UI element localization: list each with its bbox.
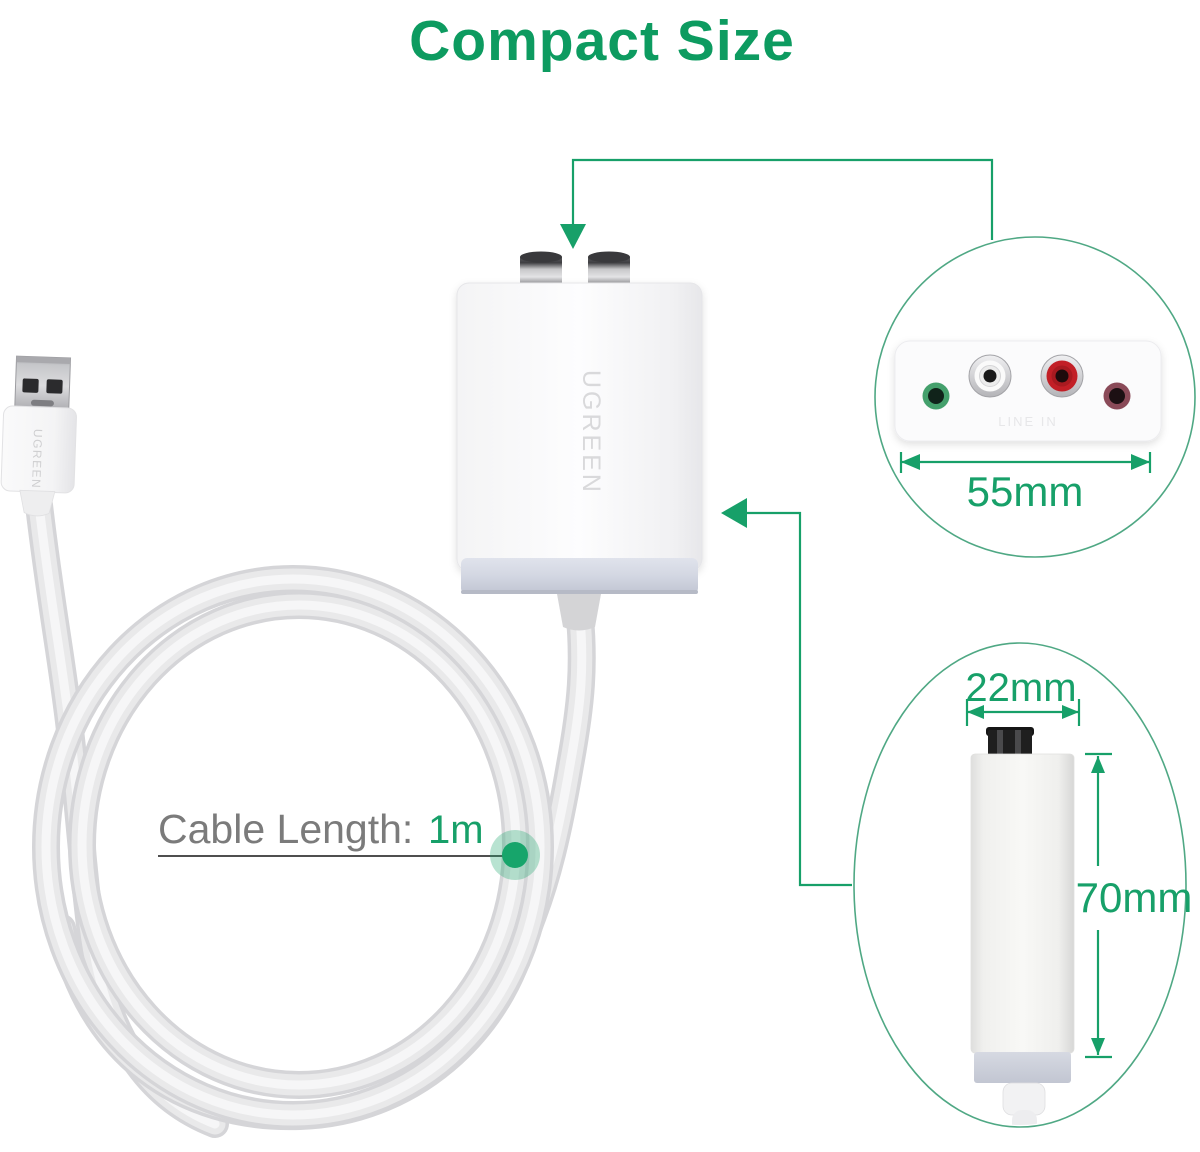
callout-circle	[874, 236, 1196, 558]
usb-pin-hole	[22, 378, 39, 393]
side-device-body	[970, 753, 1075, 1054]
side-view-device	[970, 727, 1075, 1125]
port-plate-label: LINE IN	[998, 414, 1058, 429]
side-rca-ridge	[997, 730, 1003, 756]
device-brand-label: UGREEN	[577, 370, 605, 495]
side-height-value: 70mm	[1076, 874, 1193, 921]
side-rca-ridge	[1015, 730, 1021, 756]
side-width-value: 22mm	[965, 666, 1076, 710]
right-arrow-icon	[1062, 705, 1079, 719]
green-audio-jack	[922, 382, 950, 410]
left-arrow-icon	[967, 705, 984, 719]
callout-ellipse	[853, 642, 1187, 1128]
usb-slot	[30, 399, 54, 407]
device-strain-relief	[557, 594, 601, 631]
width-dimension: 55mm	[899, 452, 1152, 515]
white-rca-port	[968, 354, 1012, 398]
side-rca-connector	[988, 730, 1032, 756]
side-bottom-band	[974, 1052, 1071, 1083]
ports-callout: LINE IN 55mm	[874, 236, 1196, 558]
usb-pin-hole	[46, 379, 63, 394]
side-callout: 22mm 70mm	[853, 642, 1193, 1128]
adapter-device: UGREEN	[456, 251, 703, 631]
callout-line-side	[721, 498, 852, 887]
left-arrow-icon	[721, 498, 747, 528]
side-width-dimension: 22mm	[965, 666, 1081, 726]
right-arrow-icon	[1131, 454, 1150, 470]
side-height-dimension: 70mm	[1076, 752, 1193, 1059]
callout-line-top	[560, 158, 994, 249]
usb-brand-label: UGREEN	[29, 429, 45, 490]
usb-strain-relief	[19, 489, 56, 517]
cable-coil	[32, 565, 554, 1131]
usb-plug-rim	[16, 356, 71, 365]
cable-length-annotation: Cable Length: 1m	[158, 806, 540, 880]
front-width-value: 55mm	[967, 468, 1084, 515]
pink-audio-jack	[1103, 382, 1131, 410]
up-arrow-icon	[1091, 756, 1105, 773]
cable-length-value: 1m	[428, 808, 484, 852]
side-cable-stub	[1012, 1110, 1037, 1125]
device-bottom-band	[461, 558, 698, 594]
down-arrow-icon	[560, 224, 586, 249]
left-arrow-icon	[901, 454, 920, 470]
device-bottom-edge	[461, 590, 698, 594]
page-title: Compact Size	[409, 9, 795, 73]
usb-connector: UGREEN	[0, 355, 77, 517]
port-plate	[894, 340, 1162, 442]
cable-length-label: Cable Length:	[158, 806, 413, 852]
highlight-dot-icon	[502, 842, 528, 868]
down-arrow-icon	[1091, 1038, 1105, 1055]
red-rca-port	[1040, 354, 1084, 398]
